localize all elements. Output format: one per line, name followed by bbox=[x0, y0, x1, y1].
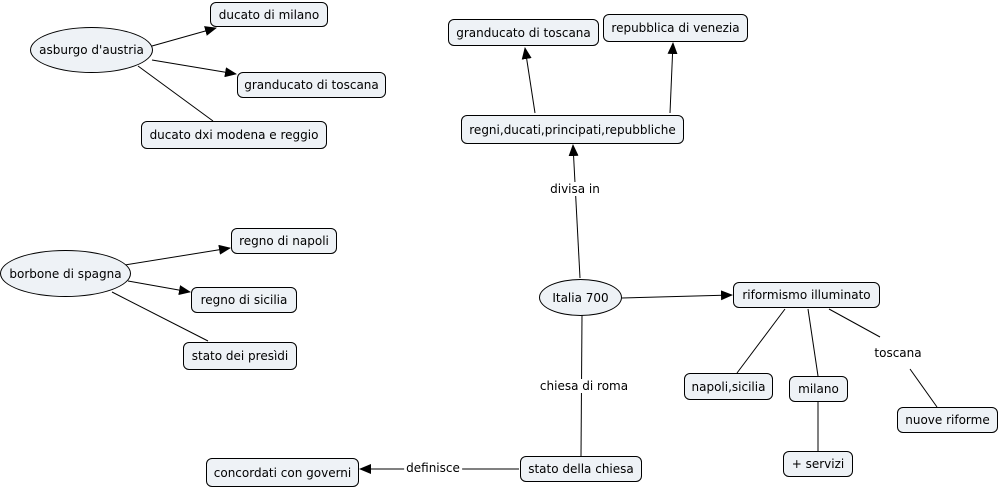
node-repubblica-venezia[interactable]: repubblica di venezia bbox=[603, 14, 748, 42]
link-label-divisa-in: divisa in bbox=[548, 182, 602, 196]
link-riformismo-toscana bbox=[828, 308, 881, 338]
link-borbone-sicilia bbox=[127, 280, 191, 296]
link-label-definisce: definisce bbox=[404, 461, 462, 475]
node-milano[interactable]: milano bbox=[789, 376, 848, 402]
link-riformismo-napoli bbox=[736, 308, 786, 374]
node-nuove-riforme[interactable]: nuove riforme bbox=[897, 407, 998, 433]
node-regni[interactable]: regni,ducati,principati,repubbliche bbox=[461, 115, 684, 144]
node-riformismo[interactable]: riformismo illuminato bbox=[733, 282, 880, 308]
link-toscana-riforme bbox=[909, 368, 938, 408]
node-asburgo[interactable]: asburgo d'austria bbox=[30, 27, 153, 73]
link-asburgo-modena bbox=[137, 65, 214, 122]
link-italia-riformismo bbox=[621, 290, 733, 301]
link-borbone-presidi bbox=[111, 291, 209, 342]
link-label-chiesa-di-roma: chiesa di roma bbox=[537, 379, 631, 393]
node-concordati[interactable]: concordati con governi bbox=[206, 458, 359, 487]
node-granducato-toscana-asburgo[interactable]: granducato di toscana bbox=[237, 72, 386, 98]
node-regno-napoli[interactable]: regno di napoli bbox=[231, 228, 337, 254]
node-granducato-toscana[interactable]: granducato di toscana bbox=[448, 19, 599, 46]
node-borbone[interactable]: borbone di spagna bbox=[0, 250, 131, 297]
link-asburgo-toscana bbox=[151, 59, 237, 78]
link-regni-venezia bbox=[667, 42, 678, 114]
link-riformismo-milano bbox=[807, 308, 819, 377]
node-stato-presidi[interactable]: stato dei presìdi bbox=[183, 342, 297, 370]
node-stato-chiesa[interactable]: stato della chiesa bbox=[520, 456, 642, 482]
link-regni-toscana bbox=[521, 47, 536, 114]
node-servizi[interactable]: + servizi bbox=[783, 451, 853, 477]
node-napoli-sicilia[interactable]: napoli,sicilia bbox=[684, 373, 773, 400]
link-italia-regni bbox=[568, 144, 581, 279]
link-borbone-napoli bbox=[124, 244, 231, 266]
link-asburgo-milano bbox=[151, 26, 217, 47]
node-italia[interactable]: Italia 700 bbox=[539, 279, 622, 316]
node-ducato-milano[interactable]: ducato di milano bbox=[210, 2, 328, 27]
node-regno-sicilia[interactable]: regno di sicilia bbox=[191, 287, 297, 313]
link-label-toscana: toscana bbox=[872, 346, 924, 360]
node-ducato-modena[interactable]: ducato dxi modena e reggio bbox=[141, 121, 327, 149]
